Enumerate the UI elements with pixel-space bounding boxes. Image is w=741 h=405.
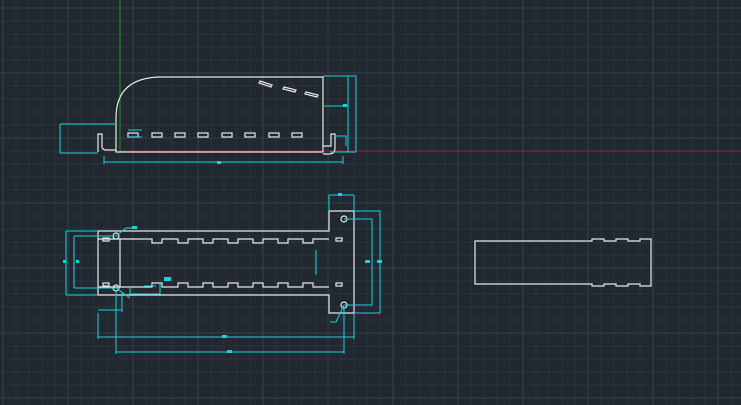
dim-marker [76,260,79,263]
dim-height-right[interactable] [323,75,357,153]
leader-line[interactable] [330,304,345,323]
dim-marker [164,277,171,281]
slot[interactable] [335,282,343,287]
dim-inner-height[interactable] [73,235,116,289]
slot[interactable] [268,132,280,138]
top-notch-edge[interactable] [128,238,329,244]
right-hook[interactable] [323,133,336,155]
slot[interactable] [151,132,163,138]
slot[interactable] [221,132,233,138]
dim-length-bottom[interactable] [103,156,344,164]
dim-left-offset[interactable] [98,292,123,312]
dim-marker [63,260,66,263]
dim-hook-right[interactable] [335,135,347,146]
left-hook[interactable] [97,133,116,152]
top-view-dimensions[interactable] [63,193,382,354]
slot[interactable] [197,132,209,138]
slot[interactable] [102,282,110,287]
slot[interactable] [174,132,186,138]
side-view-dimensions[interactable] [59,75,357,164]
profile-outline[interactable] [474,238,652,287]
dim-marker [227,350,232,353]
angled-slot[interactable] [304,91,319,98]
slot[interactable] [335,237,343,242]
slot[interactable] [102,237,110,242]
slot-row [127,132,303,138]
leader-line[interactable] [115,227,134,237]
bottom-notch-edge[interactable] [128,282,329,288]
slot[interactable] [244,132,256,138]
angled-slot-row [258,80,319,98]
side-view-outline[interactable] [115,76,324,153]
dim-marker [132,226,137,229]
dim-marker [222,335,227,338]
dim-marker [365,260,370,263]
ucs-axes [119,0,741,152]
dim-slot-offset[interactable] [129,282,161,295]
dim-marker [343,104,347,107]
dim-marker [377,260,382,263]
side-view[interactable] [97,76,336,155]
dim-height-left[interactable] [59,123,116,154]
leader-line[interactable] [115,287,131,299]
dim-slot-width[interactable] [127,129,142,138]
dim-marker [217,161,221,164]
profile-view[interactable] [474,238,652,287]
slot[interactable] [291,132,303,138]
angled-slot[interactable] [258,80,273,88]
dim-marker [338,193,342,196]
angled-slot[interactable] [282,86,297,93]
